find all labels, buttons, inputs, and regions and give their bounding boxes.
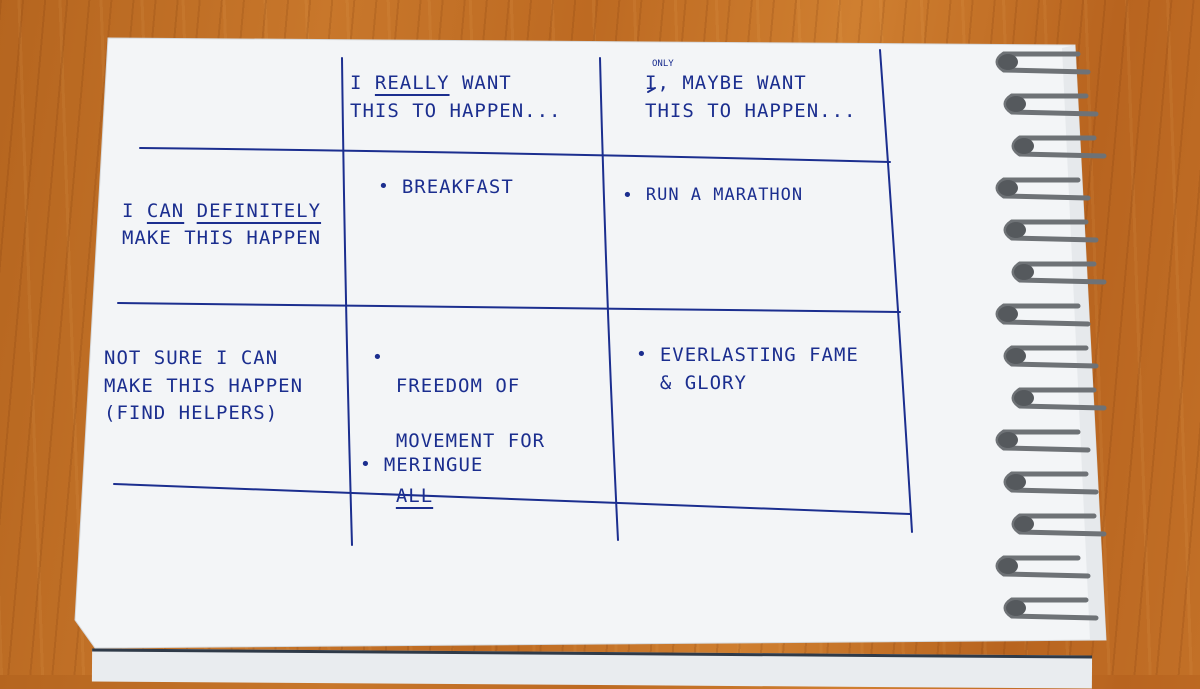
binding-pin-head-icon xyxy=(1006,348,1026,364)
grid-line-v2 xyxy=(599,57,619,541)
header-col2-line1: I, MAYBE WANT xyxy=(645,72,807,94)
row1-emphasis-can: CAN xyxy=(146,199,185,222)
bullet-icon: • xyxy=(622,185,634,206)
spiral-binding xyxy=(995,51,1107,621)
bullet-icon: • xyxy=(372,347,384,368)
cell-text-freedom: FREEDOM OF MOVEMENT FOR ALL xyxy=(396,345,545,510)
grid-line-h2 xyxy=(117,302,901,313)
binding-pin-head-icon xyxy=(1006,222,1026,238)
grid-line-h3 xyxy=(113,483,911,515)
bullet-icon: • xyxy=(360,454,372,475)
paper-sheet xyxy=(74,37,1107,649)
header-col1-rest: WANT THIS TO HAPPEN... xyxy=(350,72,562,122)
binding-pin-head-icon xyxy=(998,54,1018,70)
row-label-can-definitely: I CAN DEFINITELY MAKE THIS HAPPEN xyxy=(122,170,342,253)
notebook-page: I REALLY WANT THIS TO HAPPEN... ONLY I, … xyxy=(74,37,1107,649)
header-really-want: I REALLY WANT THIS TO HAPPEN... xyxy=(350,70,590,125)
bullet-icon: • xyxy=(636,344,648,365)
list-item: • EVERLASTING FAME & GLORY xyxy=(636,342,859,397)
cell-text-run-marathon: RUN A MARATHON xyxy=(645,185,804,205)
header-col1-prefix: I xyxy=(350,72,375,94)
row-label-not-sure: NOT SURE I CAN MAKE THIS HAPPEN (FIND HE… xyxy=(104,347,304,425)
list-item: • BREAKFAST xyxy=(378,174,514,202)
binding-pin-head-icon xyxy=(998,558,1018,574)
insert-caret xyxy=(647,87,656,93)
freedom-line1: FREEDOM OF xyxy=(395,374,521,397)
header-col2-line2: THIS TO HAPPEN... xyxy=(645,100,857,122)
binding-pin-head-icon xyxy=(998,180,1018,196)
grid-line-v1 xyxy=(341,57,353,546)
binding-pin-head-icon xyxy=(1014,264,1034,280)
grid-line-v3 xyxy=(879,49,913,533)
binding-pin-head-icon xyxy=(1014,516,1034,532)
header-col1-emphasis: REALLY xyxy=(374,72,450,94)
row1-prefix: I xyxy=(122,199,147,222)
grid-line-h1 xyxy=(139,147,891,163)
cell-text-breakfast: BREAKFAST xyxy=(401,176,514,198)
list-item: • RUN A MARATHON xyxy=(622,183,803,208)
list-item: • FREEDOM OF MOVEMENT FOR ALL xyxy=(372,345,545,510)
header-col2-insert: ONLY xyxy=(652,59,674,69)
freedom-emphasis-all: ALL xyxy=(395,484,434,507)
binding-pin-head-icon xyxy=(998,306,1018,322)
binding-pin-head-icon xyxy=(1006,600,1026,616)
list-item: • MERINGUE xyxy=(360,452,483,480)
row1-line2: MAKE THIS HAPPEN xyxy=(122,227,322,250)
cell-text-meringue: MERINGUE xyxy=(383,454,484,476)
row1-emphasis-definitely: DEFINITELY xyxy=(196,199,322,222)
freedom-line2: MOVEMENT FOR xyxy=(395,429,546,452)
binding-pin-head-icon xyxy=(998,432,1018,448)
binding-pin-head-icon xyxy=(1014,390,1034,406)
cell-text-everlasting-fame: EVERLASTING FAME & GLORY xyxy=(659,344,859,394)
binding-pin-head-icon xyxy=(1006,96,1026,112)
bullet-icon: • xyxy=(378,176,390,197)
binding-pin-head-icon xyxy=(1014,138,1034,154)
binding-pin-head-icon xyxy=(1006,474,1026,490)
